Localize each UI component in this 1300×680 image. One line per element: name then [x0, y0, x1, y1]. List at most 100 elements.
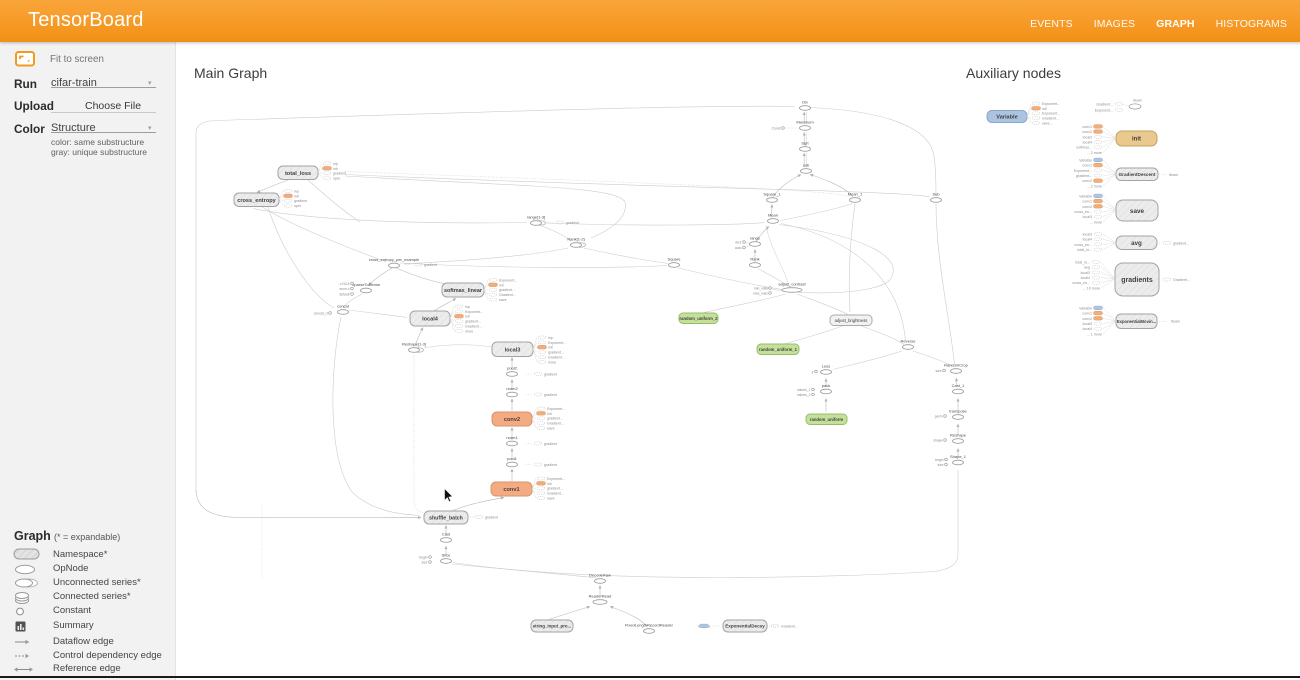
svg-text:Rank[1-2]: Rank[1-2] [567, 237, 584, 242]
svg-text:shuffle_batch: shuffle_batch [429, 515, 463, 521]
svg-text:conv2: conv2 [1082, 179, 1092, 183]
svg-text:Exponent...: Exponent... [1042, 102, 1060, 106]
svg-text:Slice: Slice [442, 553, 451, 558]
svg-text:... more: ... more [1090, 220, 1102, 224]
svg-text:oper: oper [294, 204, 302, 208]
svg-text:Iteam: Iteam [1133, 99, 1142, 103]
svg-text:inp: inp [333, 162, 338, 166]
svg-text:save: save [547, 427, 555, 431]
svg-text:Reverse: Reverse [901, 339, 917, 344]
svg-text:local3: local3 [505, 347, 521, 353]
svg-text:cross_en...: cross_en... [1074, 243, 1092, 247]
svg-text:gradient: gradient [485, 515, 498, 519]
svg-text:gradient...: gradient... [547, 417, 563, 421]
svg-text:min_valu: min_valu [754, 286, 768, 290]
svg-text:cross_entropy_per_example: cross_entropy_per_example [369, 257, 420, 262]
svg-text:random_uniform_1: random_uniform_1 [759, 347, 798, 352]
svg-text:Exponent...: Exponent... [548, 341, 566, 345]
svg-text:Gradient...: Gradient... [781, 625, 798, 629]
svg-text:DecodeRaw: DecodeRaw [589, 573, 611, 578]
svg-text:max_valu: max_valu [753, 291, 768, 295]
svg-text:local4: local4 [1081, 276, 1090, 280]
svg-text:inp: inp [548, 336, 553, 340]
svg-text:save: save [1130, 208, 1145, 215]
svg-text:softmax_linear: softmax_linear [444, 288, 483, 294]
svg-text:inp: inp [465, 305, 470, 309]
svg-text:range: range [750, 236, 761, 241]
svg-text:shape: shape [933, 438, 942, 442]
svg-text:perm: perm [935, 414, 943, 418]
svg-text:local4: local4 [1083, 327, 1092, 331]
svg-text:gradient...: gradient... [1173, 242, 1189, 246]
svg-text:init: init [294, 194, 299, 198]
svg-text:init: init [465, 315, 470, 319]
svg-text:pool1: pool1 [507, 456, 518, 461]
svg-text:begin: begin [419, 555, 427, 559]
svg-text:Gradient...: Gradient... [499, 293, 516, 297]
svg-text:size: size [937, 463, 943, 467]
svg-text:gradients: gradients [1121, 277, 1153, 284]
svg-text:Variable: Variable [1079, 158, 1092, 162]
svg-text:gradient: gradient [566, 221, 579, 225]
svg-text:Iteam: Iteam [1169, 173, 1178, 177]
svg-text:begin: begin [935, 458, 943, 462]
svg-text:oper: oper [333, 177, 341, 181]
svg-text:Exponent...: Exponent... [1074, 169, 1092, 173]
svg-text:init: init [1132, 137, 1141, 143]
svg-text:conv1: conv1 [1082, 164, 1092, 168]
svg-text:conv1: conv1 [1082, 200, 1092, 204]
svg-text:gradient: gradient [333, 172, 346, 176]
svg-text:Exponent...: Exponent... [1095, 109, 1113, 113]
svg-text:concat_d: concat_d [314, 311, 328, 315]
svg-text:more: more [465, 329, 473, 333]
svg-text:init: init [547, 412, 552, 416]
svg-text:ence.c: ence.c [340, 287, 350, 291]
svg-text:init: init [333, 167, 338, 171]
svg-text:Gradient...: Gradient... [1096, 103, 1113, 107]
svg-text:pool2: pool2 [507, 366, 518, 371]
svg-text:Exponent...: Exponent... [547, 477, 565, 481]
svg-text:Exponent...: Exponent... [465, 310, 483, 314]
svg-text:default: default [339, 292, 349, 296]
svg-text:local4: local4 [1083, 141, 1092, 145]
svg-text:init: init [548, 346, 553, 350]
svg-text:Cast_1: Cast_1 [952, 383, 965, 388]
svg-text:div1: div1 [735, 240, 741, 244]
svg-text:gradient...: gradient... [465, 320, 481, 324]
svg-text:values_1: values_1 [797, 388, 811, 392]
svg-text:init: init [499, 283, 504, 287]
svg-text:local3: local3 [1083, 135, 1092, 139]
svg-text:local3: local3 [1083, 215, 1092, 219]
svg-text:GradientDescent: GradientDescent [1119, 172, 1156, 177]
svg-text:softmax...: softmax... [1076, 146, 1092, 150]
svg-text:norm1: norm1 [506, 435, 518, 440]
svg-text:cross_en...: cross_en... [1074, 210, 1092, 214]
svg-text:ExponentialDecay: ExponentialDecay [725, 624, 765, 629]
svg-text:FixedLengthRecordReader: FixedLengthRecordReader [625, 623, 674, 628]
svg-text:pack: pack [822, 383, 830, 388]
svg-text:save: save [547, 497, 555, 501]
svg-text:Gradient...: Gradient... [547, 492, 564, 496]
svg-text:Mean_1: Mean_1 [848, 192, 863, 197]
svg-text:Variable: Variable [996, 115, 1017, 121]
svg-text:Square_1: Square_1 [763, 192, 781, 197]
svg-text:Less: Less [822, 364, 830, 369]
svg-text:local4: local4 [1083, 238, 1092, 242]
svg-text:local3: local3 [1081, 271, 1090, 275]
svg-text:Gradient...: Gradient... [465, 325, 482, 329]
svg-text:string_input_pro...: string_input_pro... [533, 624, 572, 629]
svg-text:inp: inp [294, 189, 299, 193]
svg-text:Gradient...: Gradient... [1173, 278, 1190, 282]
svg-text:SparseToDense: SparseToDense [352, 282, 381, 287]
svg-text:gradient: gradient [544, 372, 557, 376]
svg-text:gradient...: gradient... [548, 351, 564, 355]
svg-text:cross_en...: cross_en... [1072, 281, 1090, 285]
svg-text:local3: local3 [1083, 232, 1092, 236]
svg-text:y: y [812, 370, 814, 374]
svg-text:Gradient...: Gradient... [1042, 117, 1059, 121]
svg-text:range[1-3]: range[1-3] [527, 215, 545, 220]
svg-text:init: init [1042, 107, 1047, 111]
svg-text:Reshape[1-3]: Reshape[1-3] [402, 342, 426, 347]
svg-text:Mean: Mean [768, 213, 778, 218]
svg-text:more: more [548, 360, 556, 364]
